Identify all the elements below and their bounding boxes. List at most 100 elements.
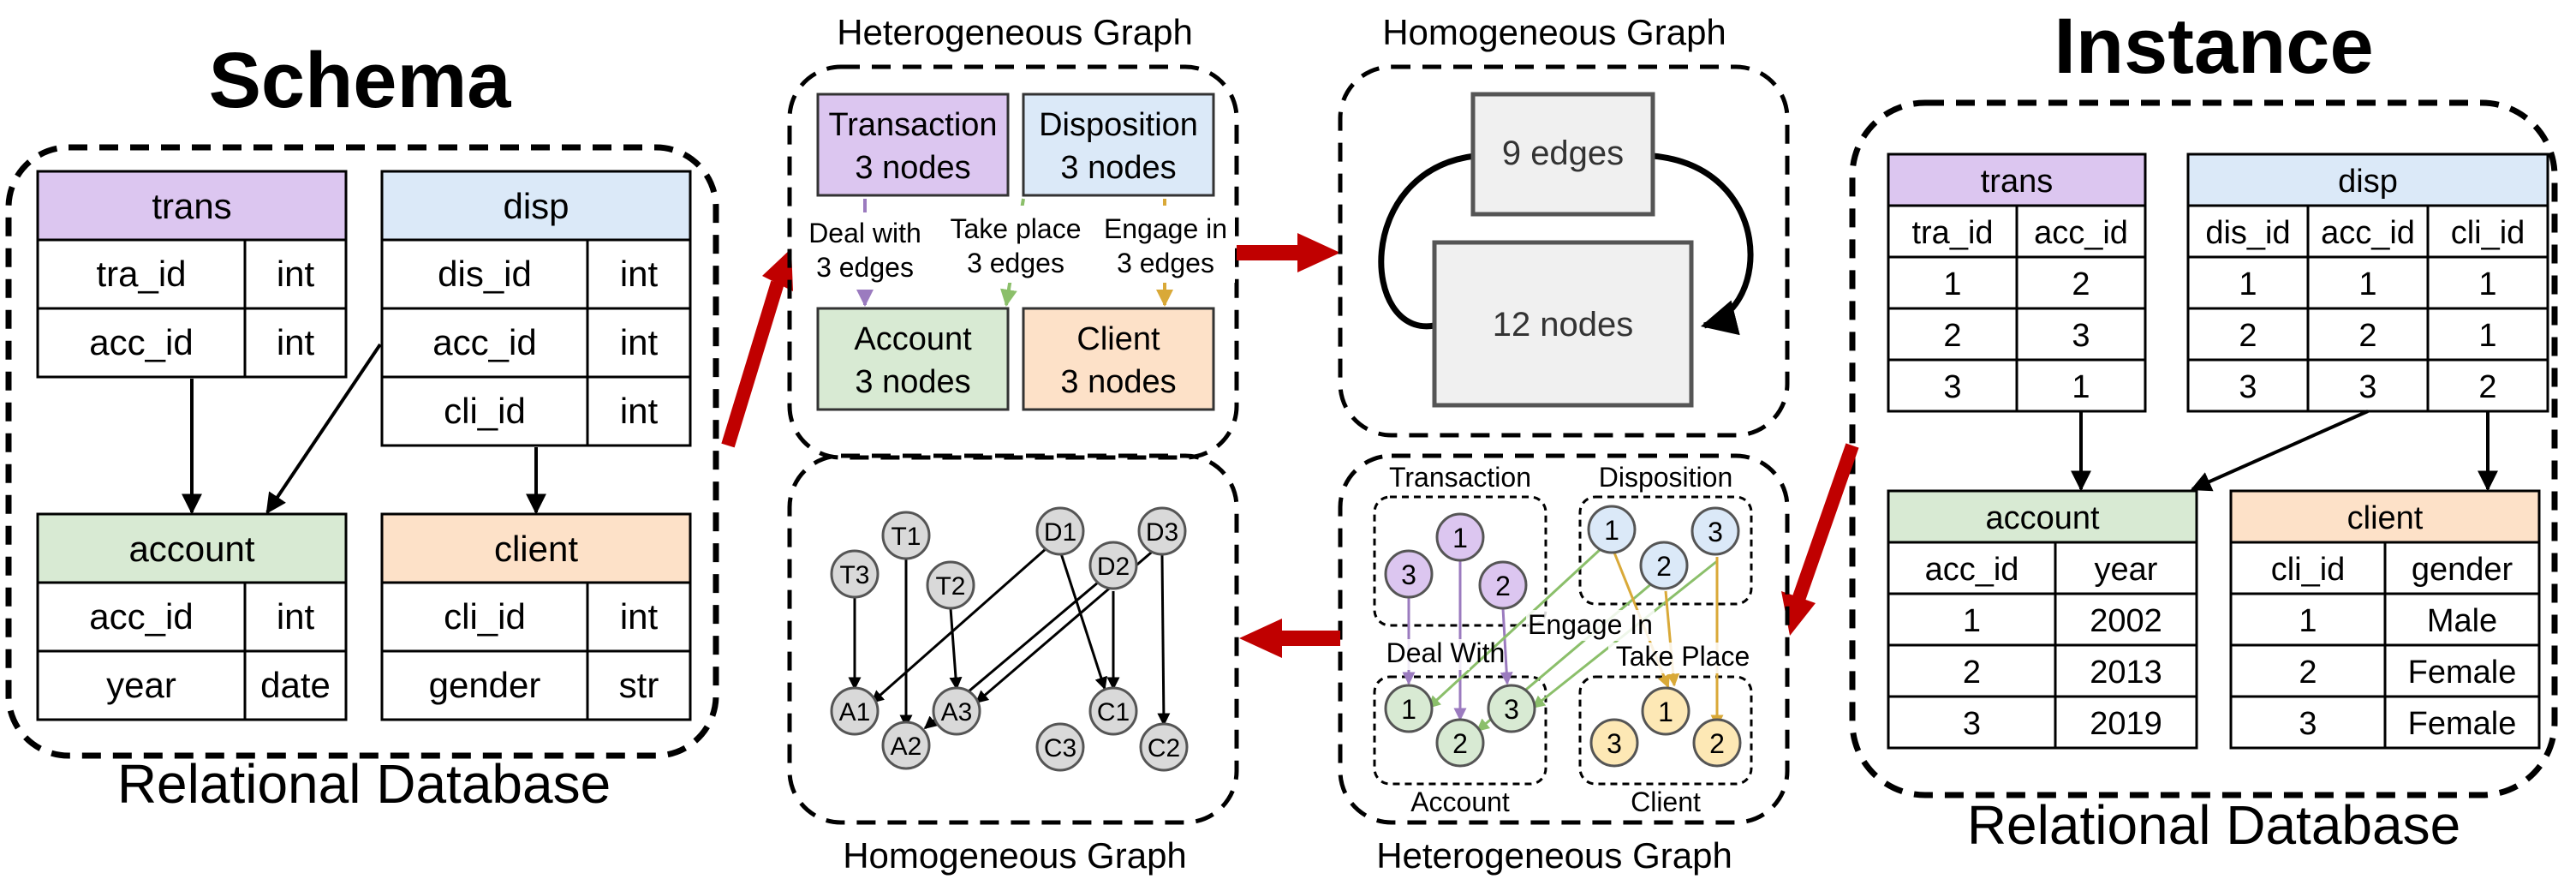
schema-field: cli_id [444, 596, 526, 637]
schema-field: gender [429, 665, 541, 705]
edge-type-count: 3 edges [816, 252, 914, 283]
instance-cell-value: 3 [2299, 706, 2317, 742]
schema-type: date [260, 665, 331, 705]
instance-hetero-graph: Heterogeneous Graph Transaction Disposit… [1338, 453, 1790, 876]
instance-column-header: dis_id [2205, 215, 2290, 251]
schema-type: int [620, 596, 659, 637]
schema-fk-arrow [265, 343, 382, 514]
node-type-label: Client [1076, 321, 1160, 357]
schema-field: dis_id [438, 254, 532, 294]
node-type-count: 3 nodes [855, 364, 970, 400]
svg-text:2: 2 [1656, 551, 1672, 582]
edge-label-take: Take Place [1616, 641, 1750, 672]
homo-node-d1: D1 [1035, 506, 1085, 556]
instance-cell-value: 2 [1943, 318, 1961, 354]
schema-title: Schema [209, 37, 512, 124]
node-acc-1: 1 [1384, 684, 1434, 733]
instance-cell-value: 2 [2478, 369, 2496, 405]
instance-column-header: tra_id [1911, 215, 1993, 251]
instance-column-header: cli_id [2451, 215, 2525, 251]
instance-cell-value: 3 [2239, 369, 2257, 405]
node-disp-2: 2 [1639, 541, 1689, 590]
instance-cell-value: 1 [2072, 369, 2090, 405]
edge-type-label: Engage in [1104, 213, 1227, 244]
instance-table-cell [1887, 358, 2018, 413]
node-acc-2: 2 [1435, 718, 1485, 768]
instance-table-cell [2383, 592, 2541, 647]
svg-text:A3: A3 [941, 698, 973, 727]
instance-cell-value: 3 [1943, 369, 1961, 405]
instance-table-name: account [1985, 500, 2100, 536]
node-type-disposition [1022, 93, 1215, 197]
edge-type-label: Take place [951, 213, 1082, 244]
svg-text:A1: A1 [839, 698, 871, 727]
homo-node-a1: A1 [830, 686, 880, 736]
edge-type-count: 3 edges [1117, 248, 1214, 278]
instance-table-name: client [2347, 500, 2424, 536]
instance-cell-value: Male [2427, 603, 2497, 639]
schema-table-name: trans [152, 186, 231, 226]
schema-table-account: account acc_id int year date [36, 512, 348, 721]
node-type-client [1022, 307, 1215, 411]
homo-node-a2: A2 [881, 721, 931, 770]
red-arrow-instance-to-hetero [1781, 443, 1859, 636]
instance-column-header: gender [2412, 552, 2513, 588]
group-label: Transaction [1389, 462, 1531, 493]
instance-table-cell [2054, 592, 2198, 647]
homo-node-d3: D3 [1137, 506, 1187, 556]
svg-text:T2: T2 [935, 572, 965, 601]
edge-type-label: Deal with [808, 218, 921, 248]
svg-text:C1: C1 [1097, 698, 1130, 727]
homo-node-c3: C3 [1035, 722, 1085, 772]
instance-border [1849, 99, 2558, 798]
red-arrow-hetero-to-homo-bottom [1239, 619, 1340, 658]
homo-node-a3: A3 [932, 686, 981, 736]
red-arrow-hetero-to-homo [1237, 233, 1340, 272]
schema-hetero-title: Heterogeneous Graph [837, 12, 1193, 52]
node-cli-2: 2 [1692, 718, 1742, 768]
instance-column-header: acc_id [1925, 552, 2019, 588]
instance-hetero-title: Heterogeneous Graph [1376, 835, 1732, 876]
instance-cell-value: 1 [2478, 318, 2496, 354]
schema-border [5, 144, 719, 759]
svg-text:1: 1 [1452, 523, 1468, 553]
svg-text:T3: T3 [839, 561, 869, 589]
instance-table-cell [1887, 592, 2057, 647]
instance-cell-value: 3 [1963, 706, 1981, 742]
node-trans-2: 2 [1478, 560, 1528, 610]
schema-field: tra_id [96, 254, 186, 294]
schema-homo-title: Homogeneous Graph [1382, 12, 1726, 52]
schema-table-disp: disp dis_id int acc_id int cli_id int [380, 170, 692, 447]
schema-table-client: client cli_id int gender str [380, 512, 692, 721]
schema-table-name: disp [503, 186, 569, 226]
node-disp-3: 3 [1690, 506, 1740, 556]
schema-type: int [620, 322, 659, 362]
self-loop-edge [1378, 152, 1476, 330]
schema-table-trans: trans tra_id int acc_id int [36, 170, 348, 379]
instance-cell-value: 2002 [2090, 603, 2162, 639]
instance-cell-value: Female [2408, 706, 2517, 742]
instance-table-cell [2054, 643, 2198, 698]
svg-text:D3: D3 [1146, 518, 1178, 547]
instance-table-cell [2229, 592, 2387, 647]
instance-cell-value: 2 [2072, 266, 2090, 302]
instance-table-cell [2306, 307, 2430, 362]
svg-text:C3: C3 [1044, 734, 1076, 762]
instance-table-cell [2383, 695, 2541, 750]
instance-cell-value: 1 [2478, 266, 2496, 302]
instance-table-account: account [1887, 489, 2198, 544]
svg-text:T1: T1 [891, 523, 921, 551]
instance-table-disp: disp [2186, 152, 2549, 207]
self-loop-edge [1652, 152, 1754, 336]
edge-type-count: 3 edges [967, 248, 1064, 278]
homo-node-t1: T1 [881, 511, 931, 560]
instance-column-header-cell [2383, 541, 2541, 595]
schema-field: acc_id [89, 596, 193, 637]
instance-column-header-cell [1887, 204, 2018, 259]
red-arrow-schema-to-hetero [721, 248, 793, 448]
node-cli-3: 3 [1589, 718, 1639, 768]
schema-homo-border [1338, 64, 1790, 438]
instance-table-client: client [2229, 489, 2541, 544]
node-type-transaction [816, 93, 1010, 197]
